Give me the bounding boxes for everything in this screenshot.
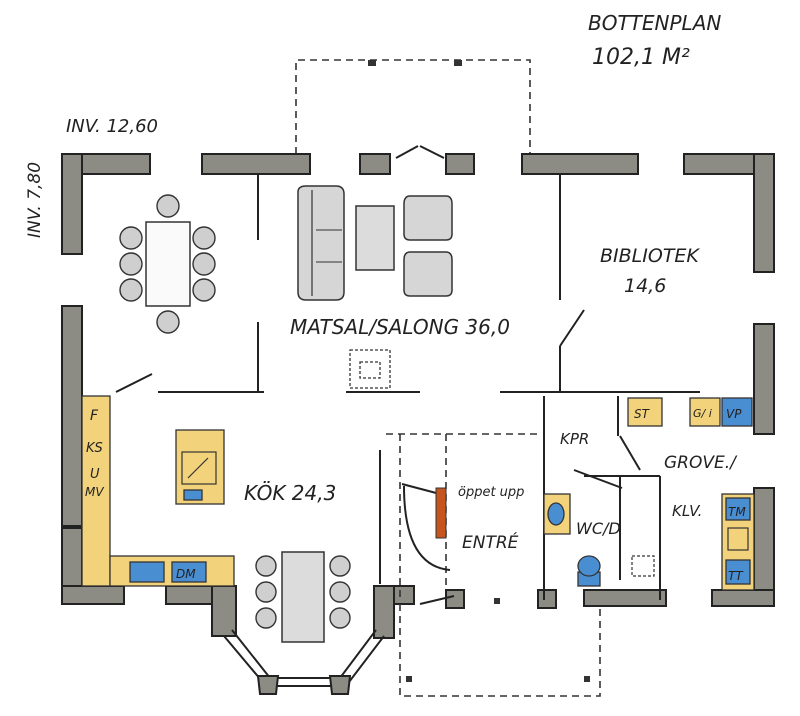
wardrobe-label: KLV. — [672, 502, 702, 520]
dining-table — [145, 221, 191, 307]
chair — [329, 581, 351, 603]
wall-segment — [521, 153, 639, 175]
chair — [119, 252, 143, 276]
dishwasher-icon — [171, 561, 207, 583]
fridge-label: F — [90, 408, 99, 424]
lounge-furniture — [297, 185, 453, 301]
cabinet — [627, 397, 663, 427]
dryer-label: TT — [728, 569, 744, 583]
dishwasher-label: DM — [176, 567, 196, 581]
wall-segment — [753, 323, 775, 435]
wall-segment — [211, 585, 237, 637]
chair — [192, 278, 216, 302]
bay-window — [223, 629, 385, 695]
kitchen-counter — [81, 395, 111, 587]
toilet-icon — [577, 555, 601, 577]
armchair — [403, 195, 453, 241]
dining-set-lower — [255, 551, 351, 643]
storage-label: ST — [634, 407, 651, 421]
wall-segment — [61, 585, 125, 605]
mudroom-label: GROVE./ — [664, 453, 738, 473]
chair — [255, 607, 277, 629]
wall-segment — [61, 153, 83, 255]
wall-segment — [583, 589, 667, 607]
exterior-walls — [61, 153, 775, 639]
plan-area: 102,1 M² — [592, 45, 690, 70]
kitchen-island — [175, 429, 225, 505]
microwave-label: MV — [85, 485, 104, 499]
staircase: öppet upp — [379, 450, 524, 584]
wall-segment — [753, 487, 775, 605]
bathroom-fixtures — [543, 493, 655, 587]
wall-segment — [753, 153, 775, 273]
heat-pump-label: VP — [726, 407, 742, 421]
chair — [329, 555, 351, 577]
wall-segment — [359, 153, 391, 175]
wall-segment — [201, 153, 311, 175]
washer-label: TM — [728, 505, 746, 519]
veranda-outline — [295, 59, 531, 154]
open-above-label: öppet upp — [458, 485, 524, 500]
wall-segment — [445, 153, 475, 175]
wall-segment — [445, 589, 465, 609]
wc-shower-label: WC/D — [576, 519, 621, 538]
heat-pump-icon — [721, 397, 753, 427]
plan-title: BOTTENPLAN — [588, 11, 721, 35]
chair — [255, 555, 277, 577]
kitchen-label: KÖK 24,3 — [244, 481, 336, 505]
chair — [192, 252, 216, 276]
chair — [192, 226, 216, 250]
chair — [255, 581, 277, 603]
armchair — [403, 251, 453, 297]
island-sink-icon — [183, 489, 203, 501]
oven-label: U — [90, 467, 100, 482]
chair — [156, 310, 180, 334]
sink-icon — [129, 561, 165, 583]
wall-segment — [373, 585, 395, 639]
wall-segment — [537, 589, 557, 609]
gi-label: G/ i — [693, 407, 712, 420]
chair — [156, 194, 180, 218]
sofa — [297, 185, 345, 301]
width-dimension: INV. 12,60 — [66, 116, 158, 137]
utility-room: ST G/ i VP TM TT — [627, 397, 755, 591]
dryer-icon — [725, 559, 751, 585]
wall-segment — [61, 305, 83, 527]
chair — [329, 607, 351, 629]
depth-dimension: INV. 7,80 — [25, 162, 45, 238]
entrance-outline — [386, 433, 601, 697]
kitchen-cabinets: F KS U MV DM — [81, 395, 235, 587]
freezer-label: KS — [86, 441, 103, 456]
library-label: BIBLIOTEK — [600, 245, 700, 267]
dining-table — [281, 551, 325, 643]
fireplace — [349, 349, 391, 389]
closet-label: KPR — [560, 430, 589, 448]
wall-segment — [711, 589, 775, 607]
dining-living-label: MATSAL/SALONG 36,0 — [290, 315, 510, 339]
library-area: 14,6 — [624, 275, 666, 297]
chair — [119, 226, 143, 250]
coffee-table — [355, 205, 395, 271]
dining-set-upper — [119, 194, 216, 334]
entrance-label: ENTRÉ — [462, 531, 519, 553]
washbasin-icon — [547, 502, 565, 526]
cabinet — [689, 397, 721, 427]
chair — [119, 278, 143, 302]
washer-icon — [725, 497, 751, 521]
